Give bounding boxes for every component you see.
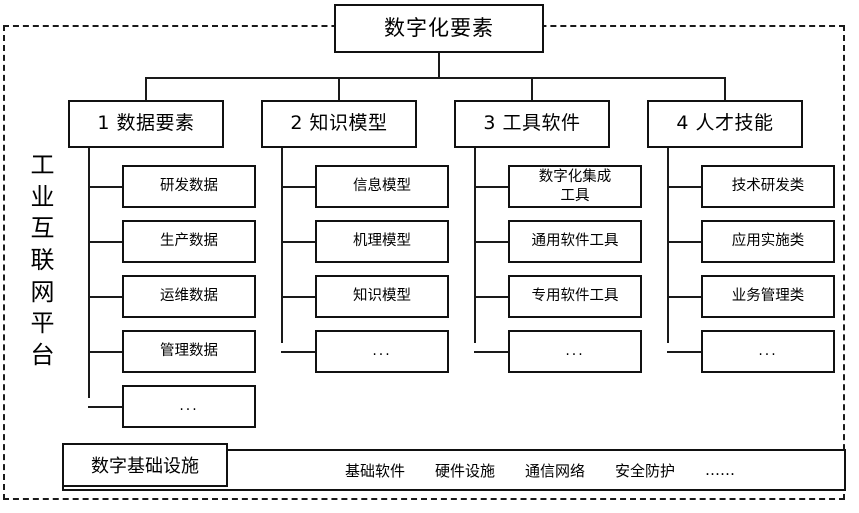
root-title-box: 数字化要素 (334, 4, 544, 53)
leaf-box-2-4[interactable]: ... (315, 330, 449, 373)
leaf-label-4-1: 技术研发类 (731, 178, 805, 195)
leaf-label-2-4: ... (372, 343, 392, 360)
category-label-2: 2 知识模型 (290, 112, 388, 135)
stub-2-2 (281, 241, 317, 243)
root-title-text: 数字化要素 (384, 16, 494, 41)
side-label-char-1: 工 (30, 151, 56, 179)
stub-1-1 (88, 186, 124, 188)
leaf-label-3-4: ... (565, 343, 585, 360)
leaf-box-3-4[interactable]: ... (508, 330, 642, 373)
infrastructure-item-list: 基础软件 硬件设施 通信网络 安全防护 …… (250, 449, 830, 491)
leaf-box-1-3[interactable]: 运维数据 (122, 275, 256, 318)
stub-4-3 (667, 296, 703, 298)
category-label-4: 4 人才技能 (676, 112, 774, 135)
leaf-box-4-4[interactable]: ... (701, 330, 835, 373)
leaf-box-2-1[interactable]: 信息模型 (315, 165, 449, 208)
leaf-box-3-3[interactable]: 专用软件工具 (508, 275, 642, 318)
category-label-3: 3 工具软件 (483, 112, 581, 135)
side-label-char-7: 台 (30, 341, 56, 370)
leaf-box-2-2[interactable]: 机理模型 (315, 220, 449, 263)
leaf-box-4-2[interactable]: 应用实施类 (701, 220, 835, 263)
stub-2-1 (281, 186, 317, 188)
infrastructure-label-text: 数字基础设施 (91, 456, 199, 477)
stub-3-1 (474, 186, 510, 188)
platform-side-label: 工 业 互 联 网 平 台 (22, 150, 64, 372)
leaf-box-3-2[interactable]: 通用软件工具 (508, 220, 642, 263)
side-label-char-4: 联 (30, 246, 56, 275)
connector-bus-to-cat-3 (531, 77, 533, 101)
stub-2-3 (281, 296, 317, 298)
leaf-label-4-3: 业务管理类 (731, 288, 805, 305)
leaf-label-3-3: 专用软件工具 (531, 288, 619, 305)
infrastructure-item-3[interactable]: 通信网络 (525, 461, 586, 480)
leaf-box-2-3[interactable]: 知识模型 (315, 275, 449, 318)
side-label-char-6: 平 (30, 309, 56, 338)
stub-1-3 (88, 296, 124, 298)
leaf-label-2-2: 机理模型 (353, 233, 411, 250)
stub-4-1 (667, 186, 703, 188)
connector-bus-to-cat-1 (145, 77, 147, 101)
stub-1-2 (88, 241, 124, 243)
connector-bus-to-cat-4 (724, 77, 726, 101)
leaf-label-1-3: 运维数据 (160, 288, 218, 305)
leaf-box-1-5[interactable]: ... (122, 385, 256, 428)
leaf-label-1-2: 生产数据 (160, 233, 218, 250)
connector-bus-to-cat-2 (338, 77, 340, 101)
spine-category-4 (667, 148, 669, 343)
stub-3-4 (474, 351, 510, 353)
leaf-box-4-3[interactable]: 业务管理类 (701, 275, 835, 318)
infrastructure-item-2[interactable]: 硬件设施 (434, 461, 495, 480)
leaf-label-3-2: 通用软件工具 (531, 233, 619, 250)
category-label-1: 1 数据要素 (97, 112, 195, 135)
leaf-label-2-1: 信息模型 (353, 178, 411, 195)
infrastructure-item-4[interactable]: 安全防护 (615, 461, 676, 480)
leaf-label-3-1: 数字化集成 工具 (538, 169, 612, 204)
leaf-box-4-1[interactable]: 技术研发类 (701, 165, 835, 208)
stub-1-5 (88, 406, 124, 408)
stub-3-2 (474, 241, 510, 243)
infrastructure-item-5: …… (705, 461, 736, 479)
leaf-box-1-4[interactable]: 管理数据 (122, 330, 256, 373)
side-label-char-3: 互 (30, 214, 56, 243)
side-label-char-5: 网 (30, 277, 56, 306)
leaf-label-4-2: 应用实施类 (731, 233, 805, 250)
leaf-label-1-4: 管理数据 (160, 343, 218, 360)
stub-1-4 (88, 351, 124, 353)
stub-4-2 (667, 241, 703, 243)
spine-category-3 (474, 148, 476, 343)
spine-category-2 (281, 148, 283, 343)
category-box-2[interactable]: 2 知识模型 (261, 100, 417, 148)
leaf-label-1-1: 研发数据 (160, 178, 218, 195)
leaf-label-4-4: ... (758, 343, 778, 360)
stub-3-3 (474, 296, 510, 298)
infrastructure-label-box[interactable]: 数字基础设施 (62, 443, 228, 487)
category-box-1[interactable]: 1 数据要素 (68, 100, 224, 148)
leaf-box-3-1[interactable]: 数字化集成 工具 (508, 165, 642, 208)
spine-category-1 (88, 148, 90, 398)
category-box-3[interactable]: 3 工具软件 (454, 100, 610, 148)
leaf-label-2-3: 知识模型 (353, 288, 411, 305)
stub-2-4 (281, 351, 317, 353)
category-box-4[interactable]: 4 人才技能 (647, 100, 803, 148)
leaf-box-1-2[interactable]: 生产数据 (122, 220, 256, 263)
leaf-label-1-5: ... (179, 398, 199, 415)
leaf-box-1-1[interactable]: 研发数据 (122, 165, 256, 208)
infrastructure-item-1[interactable]: 基础软件 (344, 461, 405, 480)
connector-bus-horizontal (145, 77, 726, 79)
stub-4-4 (667, 351, 703, 353)
connector-root-down (438, 53, 440, 78)
side-label-char-2: 业 (30, 182, 56, 211)
